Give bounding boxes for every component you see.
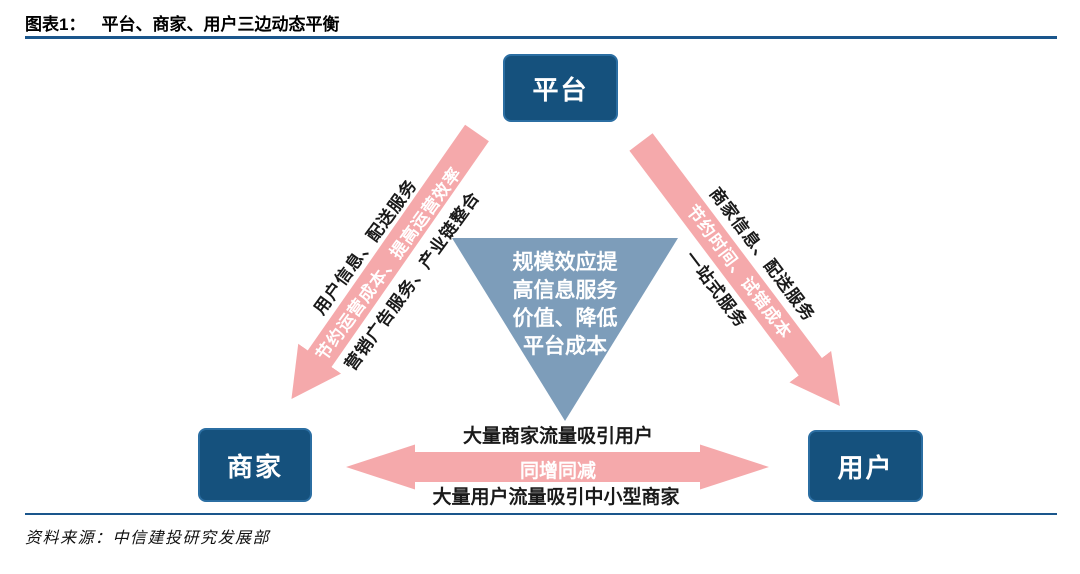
label-grow-shrink-together: 同增同减 xyxy=(519,461,597,482)
figure-title: 平台、商家、用户三边动态平衡 xyxy=(101,15,340,34)
label-merchant-traffic-attracts-users: 大量商家流量吸引用户 xyxy=(462,426,654,447)
footer-divider-line xyxy=(25,513,1057,515)
node-platform-label: 平台 xyxy=(532,74,589,105)
platform-to-merchant-arrow xyxy=(291,124,489,400)
node-merchant-label: 商家 xyxy=(226,451,283,482)
platform-to-user-arrow xyxy=(629,133,840,407)
node-merchant: 商家 xyxy=(198,428,312,502)
scale-effect-triangle xyxy=(452,238,678,421)
label-user-traffic-attracts-merchants: 大量用户流量吸引中小型商家 xyxy=(432,487,680,508)
title-divider-line xyxy=(25,36,1057,39)
node-user: 用户 xyxy=(808,430,923,502)
figure-number-label: 图表1： xyxy=(25,15,86,34)
scale-effect-text: 规模效应提 高信息服务 价值、降低 平台成本 xyxy=(512,251,618,358)
figure-header: 图表1： 平台、商家、用户三边动态平衡 xyxy=(25,10,339,35)
node-user-label: 用户 xyxy=(837,452,894,483)
node-platform: 平台 xyxy=(503,54,618,122)
source-attribution: 资料来源：中信建投研究发展部 xyxy=(25,530,271,547)
